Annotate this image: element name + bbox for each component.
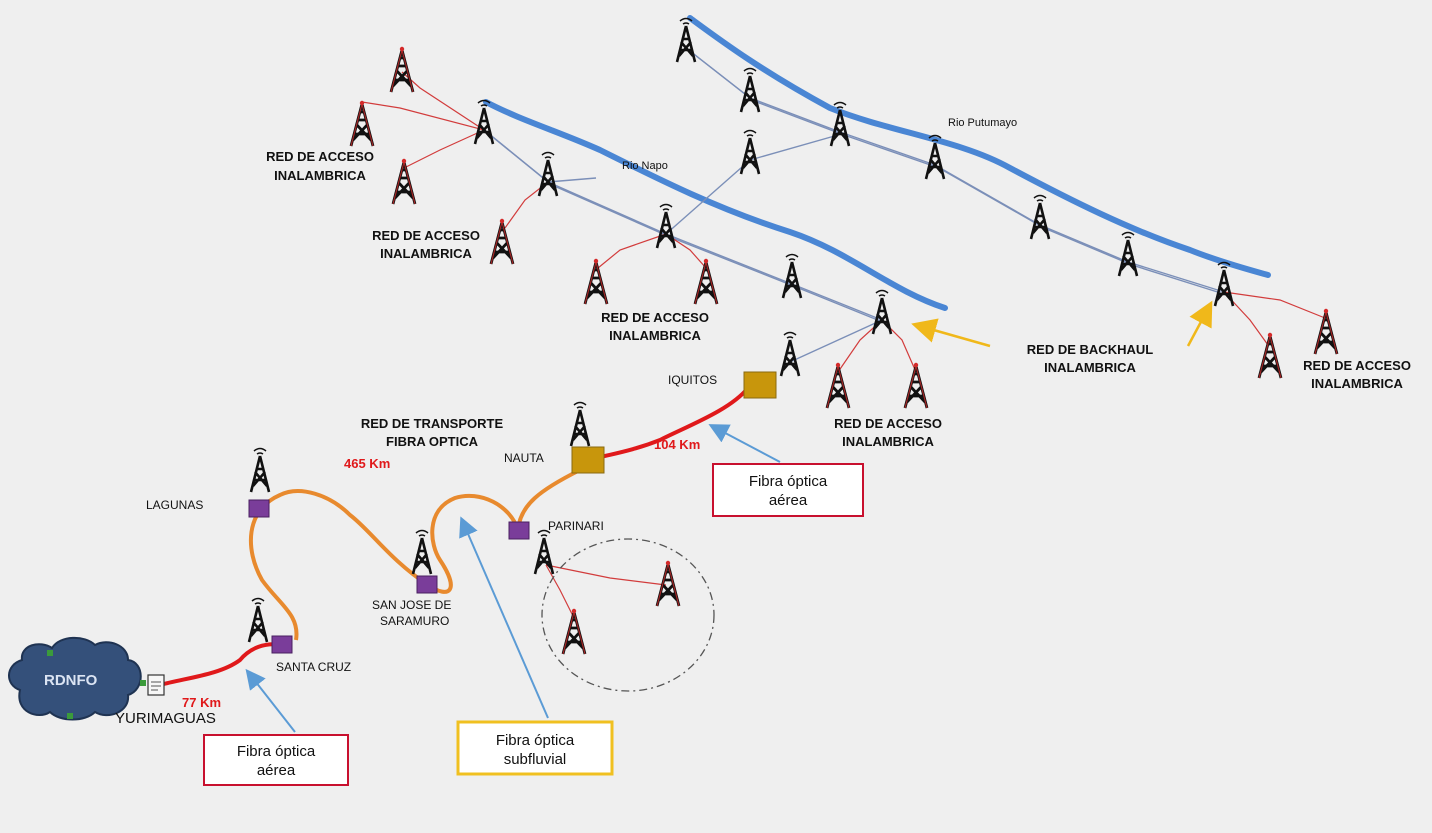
arrow-aerea-bottom [245, 668, 296, 733]
tower-icon [537, 151, 559, 198]
svg-text:aérea: aérea [769, 492, 808, 509]
node-santa-cruz [271, 635, 293, 654]
access-tower-icon [489, 217, 515, 266]
distance-104: 104 Km [654, 437, 700, 452]
tower-icon [779, 331, 801, 378]
fiber-santa-cruz-yurimaguas [159, 642, 283, 687]
city-san-jose-2: SARAMURO [380, 614, 449, 628]
svg-text:INALAMBRICA: INALAMBRICA [1044, 360, 1136, 375]
river-napo-label: Rio Napo [622, 160, 668, 172]
svg-text:aérea: aérea [257, 762, 296, 779]
arrow-subfluvial [459, 516, 549, 719]
fiber-iquitos-nauta [589, 386, 750, 462]
tower-icon [675, 17, 697, 64]
svg-text:Fibra óptica: Fibra óptica [496, 732, 575, 749]
city-lagunas: LAGUNAS [146, 498, 203, 512]
node-iquitos [743, 371, 777, 399]
city-parinari: PARINARI [548, 519, 604, 533]
access-label-2: RED DE ACCESO INALAMBRICA [372, 228, 480, 261]
node-san-jose [416, 575, 438, 594]
city-san-jose-1: SAN JOSE DE [372, 598, 451, 612]
svg-text:RED DE ACCESO: RED DE ACCESO [266, 149, 374, 164]
arrow-backhaul-left [911, 318, 991, 348]
cloud-icon [8, 636, 146, 721]
tower-icon [1213, 261, 1235, 308]
tower-icon [871, 289, 893, 336]
svg-text:RED DE TRANSPORTE: RED DE TRANSPORTE [361, 416, 504, 431]
access-tower-icon [561, 607, 587, 656]
access-tower-icon [903, 361, 929, 410]
tower-icon [533, 529, 555, 576]
svg-text:RED DE ACCESO: RED DE ACCESO [372, 228, 480, 243]
svg-text:INALAMBRICA: INALAMBRICA [1311, 376, 1403, 391]
tower-icon [1029, 194, 1051, 241]
river-napo [483, 99, 948, 311]
transport-label: RED DE TRANSPORTE FIBRA OPTICA [361, 416, 504, 449]
svg-text:Fibra óptica: Fibra óptica [749, 473, 828, 490]
tower-icon [411, 529, 433, 576]
city-yurimaguas: YURIMAGUAS [115, 710, 216, 727]
tower-icon [739, 67, 761, 114]
svg-text:INALAMBRICA: INALAMBRICA [609, 328, 701, 343]
river-putumayo [687, 15, 1271, 278]
callout-subfluvial: Fibra óptica subfluvial [456, 720, 614, 776]
svg-text:FIBRA OPTICA: FIBRA OPTICA [386, 434, 479, 449]
city-santa-cruz: SANTA CRUZ [276, 660, 351, 674]
tower-icon [781, 253, 803, 300]
distance-465: 465 Km [344, 456, 390, 471]
svg-text:RED DE ACCESO: RED DE ACCESO [601, 310, 709, 325]
tower-icon [249, 447, 271, 494]
svg-text:INALAMBRICA: INALAMBRICA [274, 168, 366, 183]
svg-text:RED DE ACCESO: RED DE ACCESO [1303, 358, 1411, 373]
access-tower-icon [583, 257, 609, 306]
document-icon [147, 674, 165, 696]
svg-text:subfluvial: subfluvial [504, 751, 567, 768]
svg-text:INALAMBRICA: INALAMBRICA [842, 434, 934, 449]
city-iquitos: IQUITOS [668, 373, 717, 387]
cloud-label: RDNFO [44, 672, 98, 689]
svg-text:INALAMBRICA: INALAMBRICA [380, 246, 472, 261]
access-tower-icon [825, 361, 851, 410]
access-tower-icon [1257, 331, 1283, 380]
backhaul-label: RED DE BACKHAUL INALAMBRICA [1027, 342, 1153, 375]
access-tower-icon [349, 99, 375, 148]
access-tower-icon [391, 157, 417, 206]
arrow-backhaul-right [1186, 300, 1213, 347]
distance-77: 77 Km [182, 695, 221, 710]
access-links [361, 71, 1326, 619]
svg-text:RED DE BACKHAUL: RED DE BACKHAUL [1027, 342, 1153, 357]
access-tower-icon [655, 559, 681, 608]
access-label-1: RED DE ACCESO INALAMBRICA [266, 149, 374, 183]
node-parinari [508, 521, 530, 540]
tower-icon [739, 129, 761, 176]
river-putumayo-label: Rio Putumayo [948, 117, 1017, 129]
callout-aerea-bottom: Fibra óptica aérea [203, 734, 349, 786]
access-label-3: RED DE ACCESO INALAMBRICA [601, 310, 709, 343]
callout-aerea-top: Fibra óptica aérea [712, 463, 864, 517]
arrow-aerea-top [708, 424, 781, 463]
tower-icon [655, 203, 677, 250]
backhaul-links [483, 47, 1228, 363]
access-label-4: RED DE ACCESO INALAMBRICA [834, 416, 942, 449]
svg-text:RED DE ACCESO: RED DE ACCESO [834, 416, 942, 431]
access-label-5: RED DE ACCESO INALAMBRICA [1303, 358, 1411, 391]
tower-icon [569, 401, 591, 448]
tower-icon [1117, 231, 1139, 278]
node-lagunas [248, 499, 270, 518]
access-tower-icon [693, 257, 719, 306]
svg-text:Fibra óptica: Fibra óptica [237, 743, 316, 760]
access-circle [541, 538, 715, 692]
city-nauta: NAUTA [504, 451, 544, 465]
tower-icon [247, 597, 269, 644]
node-nauta [571, 446, 605, 474]
access-tower-icon [389, 45, 415, 94]
